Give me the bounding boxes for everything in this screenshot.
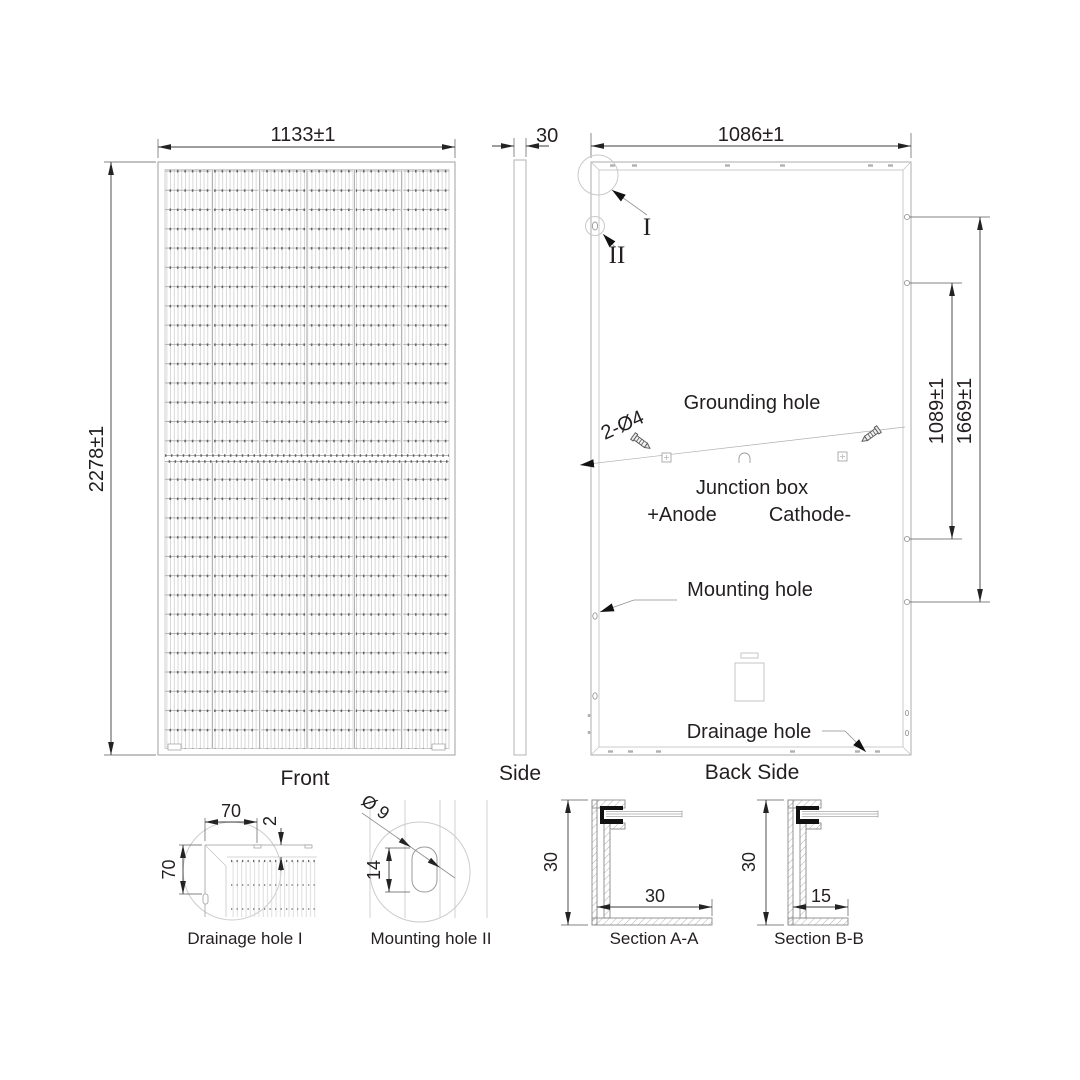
outer-span-dim-text: 1669±1 xyxy=(954,378,976,445)
mounting-hole-callout: Mounting hole xyxy=(599,579,813,613)
mount-span-dimension: 1089±1 xyxy=(910,282,962,540)
drainage-gap-dim: 2 xyxy=(260,816,284,871)
section-b-flange-dim: 15 xyxy=(793,886,849,916)
drainage-slot xyxy=(202,893,209,905)
side-profile xyxy=(513,159,527,756)
front-width-dimension: 1133±1 xyxy=(157,124,456,158)
section-a-a: 30 30 Section A-A xyxy=(541,799,713,948)
drainage-width-text: 70 xyxy=(221,801,241,821)
grounding-pad-right xyxy=(837,451,848,462)
front-height-dimension: 2278±1 xyxy=(86,161,156,756)
section-a-height-dim: 30 xyxy=(541,799,588,926)
detail-2-text: II xyxy=(609,242,626,269)
mounting-hole-label: Mounting hole xyxy=(687,579,813,601)
side-thickness-dimension: 30 xyxy=(492,125,558,157)
front-view-label: Front xyxy=(280,767,329,790)
front-view: 1133±1 2278±1 Front xyxy=(86,124,456,790)
front-corner-slot-right xyxy=(431,743,446,751)
mounting-diameter-text: Ø 9 xyxy=(358,791,393,824)
detail-drainage-hole: 70 70 2 Drainage hole I xyxy=(159,801,317,948)
edge-slot-mark-2 xyxy=(304,844,313,849)
mounting-slot xyxy=(411,846,438,893)
section-b-flange-text: 15 xyxy=(811,886,831,906)
section-b-height-dim: 30 xyxy=(739,799,784,926)
drainage-hole-label: Drainage hole xyxy=(687,721,812,743)
back-width-dim-text: 1086±1 xyxy=(718,124,785,146)
detail-marker-1: I xyxy=(577,154,651,241)
edge-slot-mark xyxy=(253,844,262,849)
drainage-width-dim: 70 xyxy=(204,801,258,843)
front-corner-slot-left xyxy=(167,743,182,751)
side-view-label: Side xyxy=(499,762,541,785)
mounting-length-text: 14 xyxy=(364,860,384,880)
frame-edge-lines xyxy=(369,800,488,918)
junction-box xyxy=(734,652,765,702)
drainage-height-dim: 70 xyxy=(159,844,202,895)
side-thickness-dim-text: 30 xyxy=(536,125,558,147)
drainage-height-text: 70 xyxy=(159,859,179,879)
section-a-flange-text: 30 xyxy=(645,886,665,906)
side-view: 30 Side xyxy=(492,125,558,785)
front-height-dim-text: 2278±1 xyxy=(86,426,108,493)
detail-marker-2: II xyxy=(585,216,626,269)
detail-1-text: I xyxy=(643,214,651,241)
section-b-label: Section B-B xyxy=(774,929,864,948)
half-cell-gap xyxy=(165,453,449,463)
detail-cells xyxy=(231,861,317,917)
back-view: 1086±1 1089±1 1669±1 I II xyxy=(577,124,990,784)
junction-box-label: Junction box xyxy=(696,477,808,499)
drainage-hole-callout: Drainage hole xyxy=(687,721,867,753)
outer-span-dimension: 1669±1 xyxy=(910,216,990,603)
section-a-flange xyxy=(591,917,713,926)
grounding-hole-center xyxy=(738,452,751,463)
mount-span-dim-text: 1089±1 xyxy=(926,378,948,445)
mounting-length-dim: 14 xyxy=(364,847,410,893)
grounding-pad-left xyxy=(661,452,672,463)
section-b-b: 30 15 Section B-B xyxy=(739,799,879,948)
section-a-label: Section A-A xyxy=(610,929,699,948)
detail-mounting-hole: Ø 9 14 Mounting hole II xyxy=(358,791,492,948)
section-a-flange-dim: 30 xyxy=(597,886,713,916)
detail-drainage-label: Drainage hole I xyxy=(187,929,302,948)
frame-holes xyxy=(591,213,911,737)
anode-label: +Anode xyxy=(647,504,717,526)
detail-mounting-label: Mounting hole II xyxy=(371,929,492,948)
back-width-dimension: 1086±1 xyxy=(590,124,912,158)
back-view-label: Back Side xyxy=(705,761,800,784)
frame-corner-bevels xyxy=(590,161,912,756)
front-width-dim-text: 1133±1 xyxy=(270,124,335,146)
grounding-hole-label: Grounding hole xyxy=(684,392,821,414)
section-a-height-text: 30 xyxy=(541,852,561,872)
drainage-gap-text: 2 xyxy=(260,816,280,826)
section-b-flange xyxy=(787,917,849,926)
cathode-label: Cathode- xyxy=(769,504,851,526)
section-b-height-text: 30 xyxy=(739,852,759,872)
back-frame-inner xyxy=(598,169,904,748)
